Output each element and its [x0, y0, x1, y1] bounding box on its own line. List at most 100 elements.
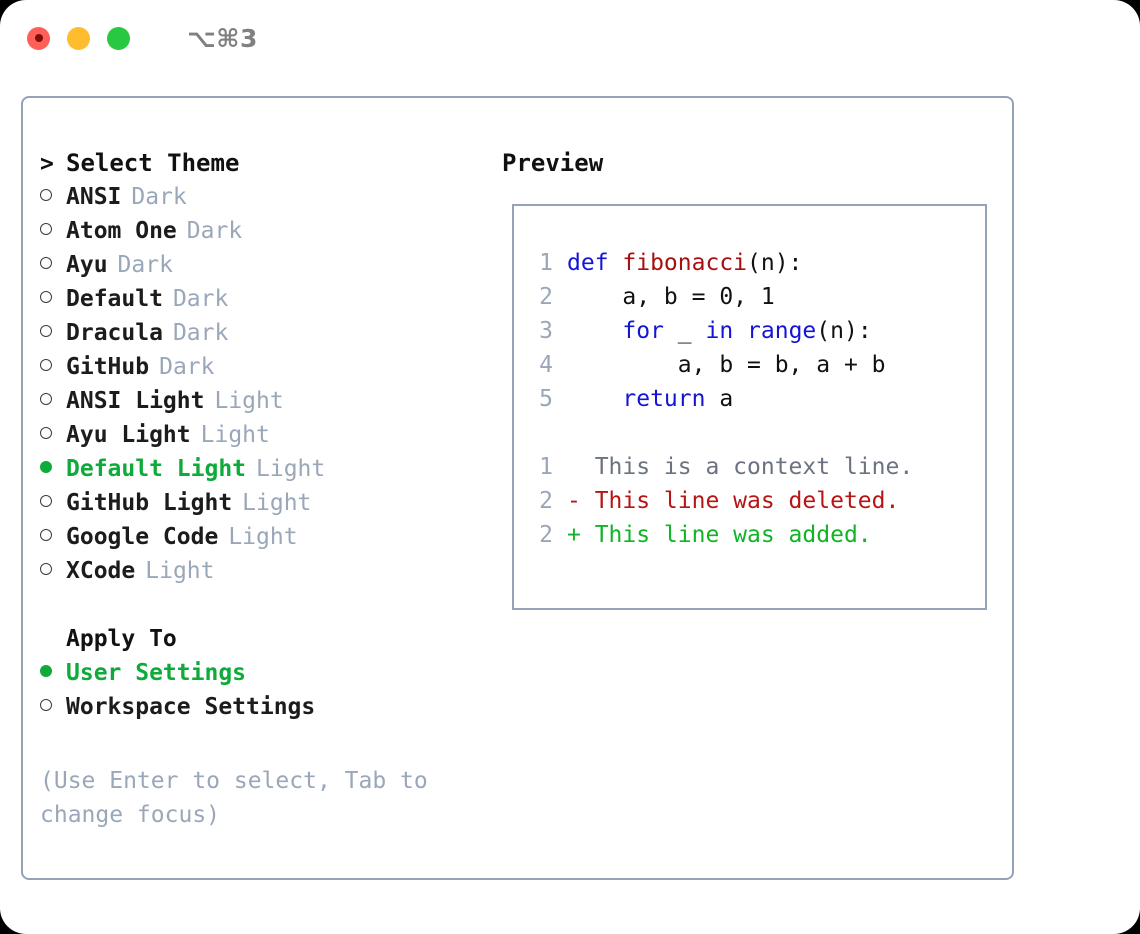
theme-variant-tag: Dark: [159, 354, 215, 380]
theme-option-dracula[interactable]: Dracula Dark: [40, 316, 480, 350]
line-number: 2: [539, 284, 553, 310]
code-token: in: [705, 318, 748, 344]
code-token: _: [677, 318, 706, 344]
radio-unselected-icon[interactable]: [40, 427, 66, 439]
code-token: for: [622, 318, 678, 344]
window-titlebar: ⌥⌘3: [0, 0, 1140, 76]
theme-variant-tag: Light: [145, 558, 215, 584]
theme-variant-tag: Dark: [186, 218, 243, 244]
minimize-button[interactable]: [67, 26, 90, 50]
code-line-text: a, b = b, a + b: [567, 348, 886, 382]
maximize-button[interactable]: [107, 26, 130, 50]
diff-line: 1 This is a context line.: [523, 450, 913, 484]
theme-option-label: GitHub: [66, 354, 150, 380]
code-line: 5 return a: [523, 382, 913, 416]
code-token: range: [747, 318, 817, 344]
radio-unselected-icon[interactable]: [40, 563, 66, 575]
code-token: (n):: [747, 250, 803, 276]
code-token: + This line was added.: [567, 522, 872, 548]
theme-option-label: Google Code: [66, 524, 219, 550]
line-number: 3: [539, 318, 553, 344]
theme-option-label: ANSI: [66, 184, 122, 210]
radio-selected-icon[interactable]: [40, 461, 66, 473]
code-token: [567, 318, 622, 344]
keyboard-shortcut-label: ⌥⌘3: [187, 23, 258, 53]
code-diff-spacer: [523, 416, 913, 450]
apply-to-title: Apply To: [66, 626, 177, 652]
code-line-text: This is a context line.: [567, 450, 914, 484]
apply-to-option-user-settings[interactable]: User Settings: [40, 656, 480, 690]
radio-unselected-icon[interactable]: [40, 529, 66, 541]
section-spacer: [40, 588, 480, 622]
theme-variant-tag: Light: [200, 422, 270, 448]
radio-unselected-icon[interactable]: [40, 189, 66, 201]
code-token: a: [719, 386, 734, 412]
theme-option-label: Ayu Light: [66, 422, 191, 448]
traffic-light-group: [27, 26, 130, 50]
theme-option-github-light[interactable]: GitHub Light Light: [40, 486, 480, 520]
close-button[interactable]: [27, 26, 50, 50]
theme-option-label: GitHub Light: [66, 490, 233, 516]
line-number: 4: [539, 352, 553, 378]
radio-unselected-icon[interactable]: [40, 291, 66, 303]
theme-variant-tag: Dark: [131, 184, 187, 210]
preview-column: Preview: [502, 146, 603, 180]
code-line: 3 for _ in range(n):: [523, 314, 913, 348]
line-number: 1: [539, 250, 553, 276]
code-token: This is a context line.: [567, 454, 914, 480]
theme-option-label: Ayu: [66, 252, 108, 278]
radio-unselected-icon[interactable]: [40, 699, 66, 711]
keyboard-hint-text: (Use Enter to select, Tab to change focu…: [40, 768, 428, 828]
theme-option-ansi[interactable]: ANSI Dark: [40, 180, 480, 214]
radio-unselected-icon[interactable]: [40, 223, 66, 235]
theme-option-default[interactable]: Default Dark: [40, 282, 480, 316]
theme-option-ansi-light[interactable]: ANSI Light Light: [40, 384, 480, 418]
theme-option-github[interactable]: GitHub Dark: [40, 350, 480, 384]
code-line: 4 a, b = b, a + b: [523, 348, 913, 382]
radio-unselected-icon[interactable]: [40, 495, 66, 507]
line-number: 2: [539, 488, 553, 514]
theme-option-ayu-light[interactable]: Ayu Light Light: [40, 418, 480, 452]
code-line-text: for _ in range(n):: [567, 314, 871, 348]
select-theme-title: Select Theme: [66, 149, 240, 177]
theme-variant-tag: Dark: [172, 286, 229, 312]
code-token: def: [567, 250, 623, 276]
code-line-text: a, b = 0, 1: [567, 280, 774, 314]
code-token: a, b = b, a + b: [567, 352, 886, 378]
line-number: 5: [539, 386, 553, 412]
prompt-caret-icon: >: [40, 151, 54, 177]
diff-line: 2 - This line was deleted.: [523, 484, 913, 518]
theme-variant-tag: Dark: [172, 320, 229, 346]
code-line-text: + This line was added.: [567, 518, 872, 552]
theme-option-label: Default: [66, 286, 163, 312]
radio-unselected-icon[interactable]: [40, 393, 66, 405]
apply-to-option-label: User Settings: [66, 660, 247, 686]
apply-to-option-workspace-settings[interactable]: Workspace Settings: [40, 690, 480, 724]
theme-variant-tag: Light: [228, 524, 298, 550]
radio-unselected-icon[interactable]: [40, 325, 66, 337]
theme-option-google-code[interactable]: Google Code Light: [40, 520, 480, 554]
code-line: 2 a, b = 0, 1: [523, 280, 913, 314]
apply-to-option-label: Workspace Settings: [66, 694, 316, 720]
radio-unselected-icon[interactable]: [40, 257, 66, 269]
theme-option-label: ANSI Light: [66, 388, 205, 414]
theme-option-label: Dracula: [66, 320, 163, 346]
theme-variant-tag: Light: [242, 490, 312, 516]
line-number: 1: [539, 454, 553, 480]
radio-selected-icon[interactable]: [40, 665, 66, 677]
code-line-text: - This line was deleted.: [567, 484, 899, 518]
radio-unselected-icon[interactable]: [40, 359, 66, 371]
theme-variant-tag: Light: [256, 456, 326, 482]
theme-variant-tag: Light: [214, 388, 284, 414]
